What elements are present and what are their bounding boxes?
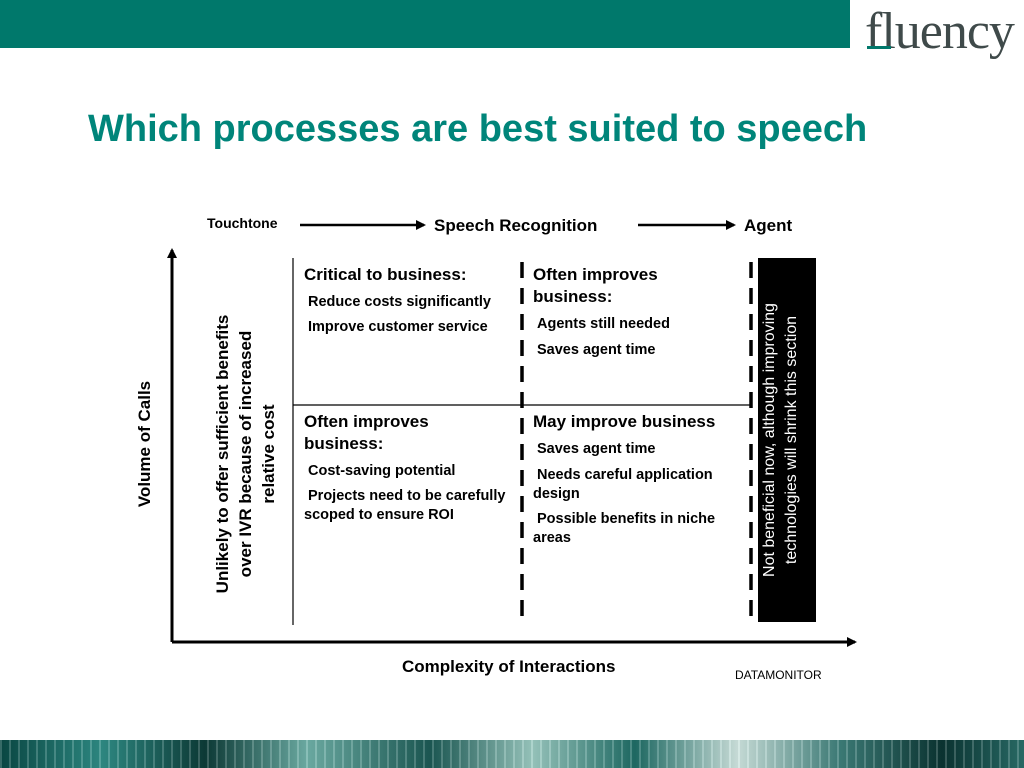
cell-top-left-item: Improve customer service (308, 319, 488, 335)
cell-top-right-item: Agents still needed (537, 316, 670, 332)
flow-touchtone: Touchtone (207, 215, 278, 231)
cell-bottom-right-item: Needs careful application design (533, 467, 713, 502)
cell-top-left-heading: Critical to business: (304, 265, 467, 284)
flow-agent: Agent (744, 216, 793, 235)
cell-bottom-right-item: Possible benefits in niche areas (533, 511, 716, 546)
footer-image-strip (0, 740, 1024, 768)
cell-top-right: Often improves business: Agents still ne… (533, 264, 723, 360)
cell-bottom-left: Often improves business: Cost-saving pot… (304, 411, 509, 525)
cell-top-left-item: Reduce costs significantly (308, 294, 491, 310)
cell-bottom-right-item: Saves agent time (537, 441, 656, 457)
right-note: Not beneficial now, although improving t… (761, 303, 800, 577)
cell-bottom-left-item: Cost-saving potential (308, 463, 456, 479)
footer-texture (0, 740, 1024, 768)
x-axis-label: Complexity of Interactions (402, 657, 616, 676)
logo-underline (867, 46, 891, 49)
logo-text: fluency (865, 3, 1015, 60)
flow-speech-recognition: Speech Recognition (434, 216, 598, 235)
cell-bottom-left-heading: Often improves business: (304, 412, 429, 453)
cell-top-right-item: Saves agent time (537, 342, 656, 358)
left-note: Unlikely to offer sufficient benefits ov… (213, 314, 278, 594)
cell-bottom-left-item: Projects need to be carefully scoped to … (304, 488, 506, 523)
not-beneficial-box: Not beneficial now, although improving t… (758, 258, 816, 622)
cell-bottom-right-heading: May improve business (533, 412, 716, 431)
fluency-logo: fluency (865, 2, 1015, 62)
cell-top-left: Critical to business: Reduce costs signi… (304, 264, 509, 337)
cell-top-right-heading: Often improves business: (533, 265, 658, 306)
cell-bottom-right: May improve business Saves agent time Ne… (533, 411, 723, 548)
y-axis-label: Volume of Calls (135, 380, 154, 508)
header-bar (0, 0, 850, 48)
slide-title: Which processes are best suited to speec… (88, 108, 868, 150)
source-label: DATAMONITOR (735, 668, 822, 682)
